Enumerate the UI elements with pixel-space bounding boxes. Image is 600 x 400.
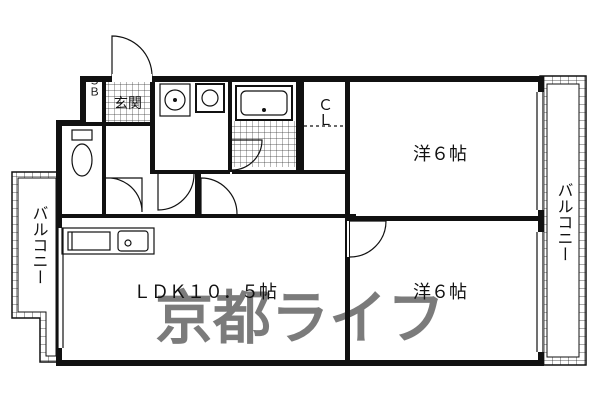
doors: [105, 35, 387, 258]
fixtures: [61, 83, 345, 255]
kitchen-counter-icon: [61, 227, 155, 255]
washing-machine-icon: [195, 83, 225, 113]
balcony-right: バルコニー: [539, 75, 587, 366]
toilet-icon: [71, 129, 93, 177]
wash-basin-icon: [159, 83, 191, 117]
windows: [57, 92, 544, 352]
washroom-floor: [158, 81, 228, 167]
hall-door-swing: [200, 177, 238, 215]
balcony-right-label: バルコニー: [555, 182, 574, 262]
front-door-swing: [111, 35, 153, 77]
western-lower-door-swing: [349, 220, 387, 258]
room-label-western-lower: 洋６帖: [413, 282, 467, 303]
balcony-left: バルコニー: [11, 171, 61, 363]
room-label-ldk: ＬＤＫ１０．５帖: [133, 282, 277, 303]
washroom-door-swing: [157, 173, 195, 211]
room-label-closet: ＣＬ: [316, 97, 334, 127]
entrance-tiles: [106, 81, 154, 123]
room-label-shoebox: ＳＢ: [88, 75, 101, 97]
room-label-entrance: 玄関: [114, 95, 142, 112]
watermark-logo: 京都ライフ: [155, 284, 445, 352]
balcony-left-label: バルコニー: [30, 205, 49, 285]
toilet-door-swing: [105, 177, 143, 213]
bath-door-swing: [231, 139, 263, 171]
bathtub-icon: [235, 85, 293, 121]
room-label-western-upper: 洋６帖: [413, 144, 467, 165]
